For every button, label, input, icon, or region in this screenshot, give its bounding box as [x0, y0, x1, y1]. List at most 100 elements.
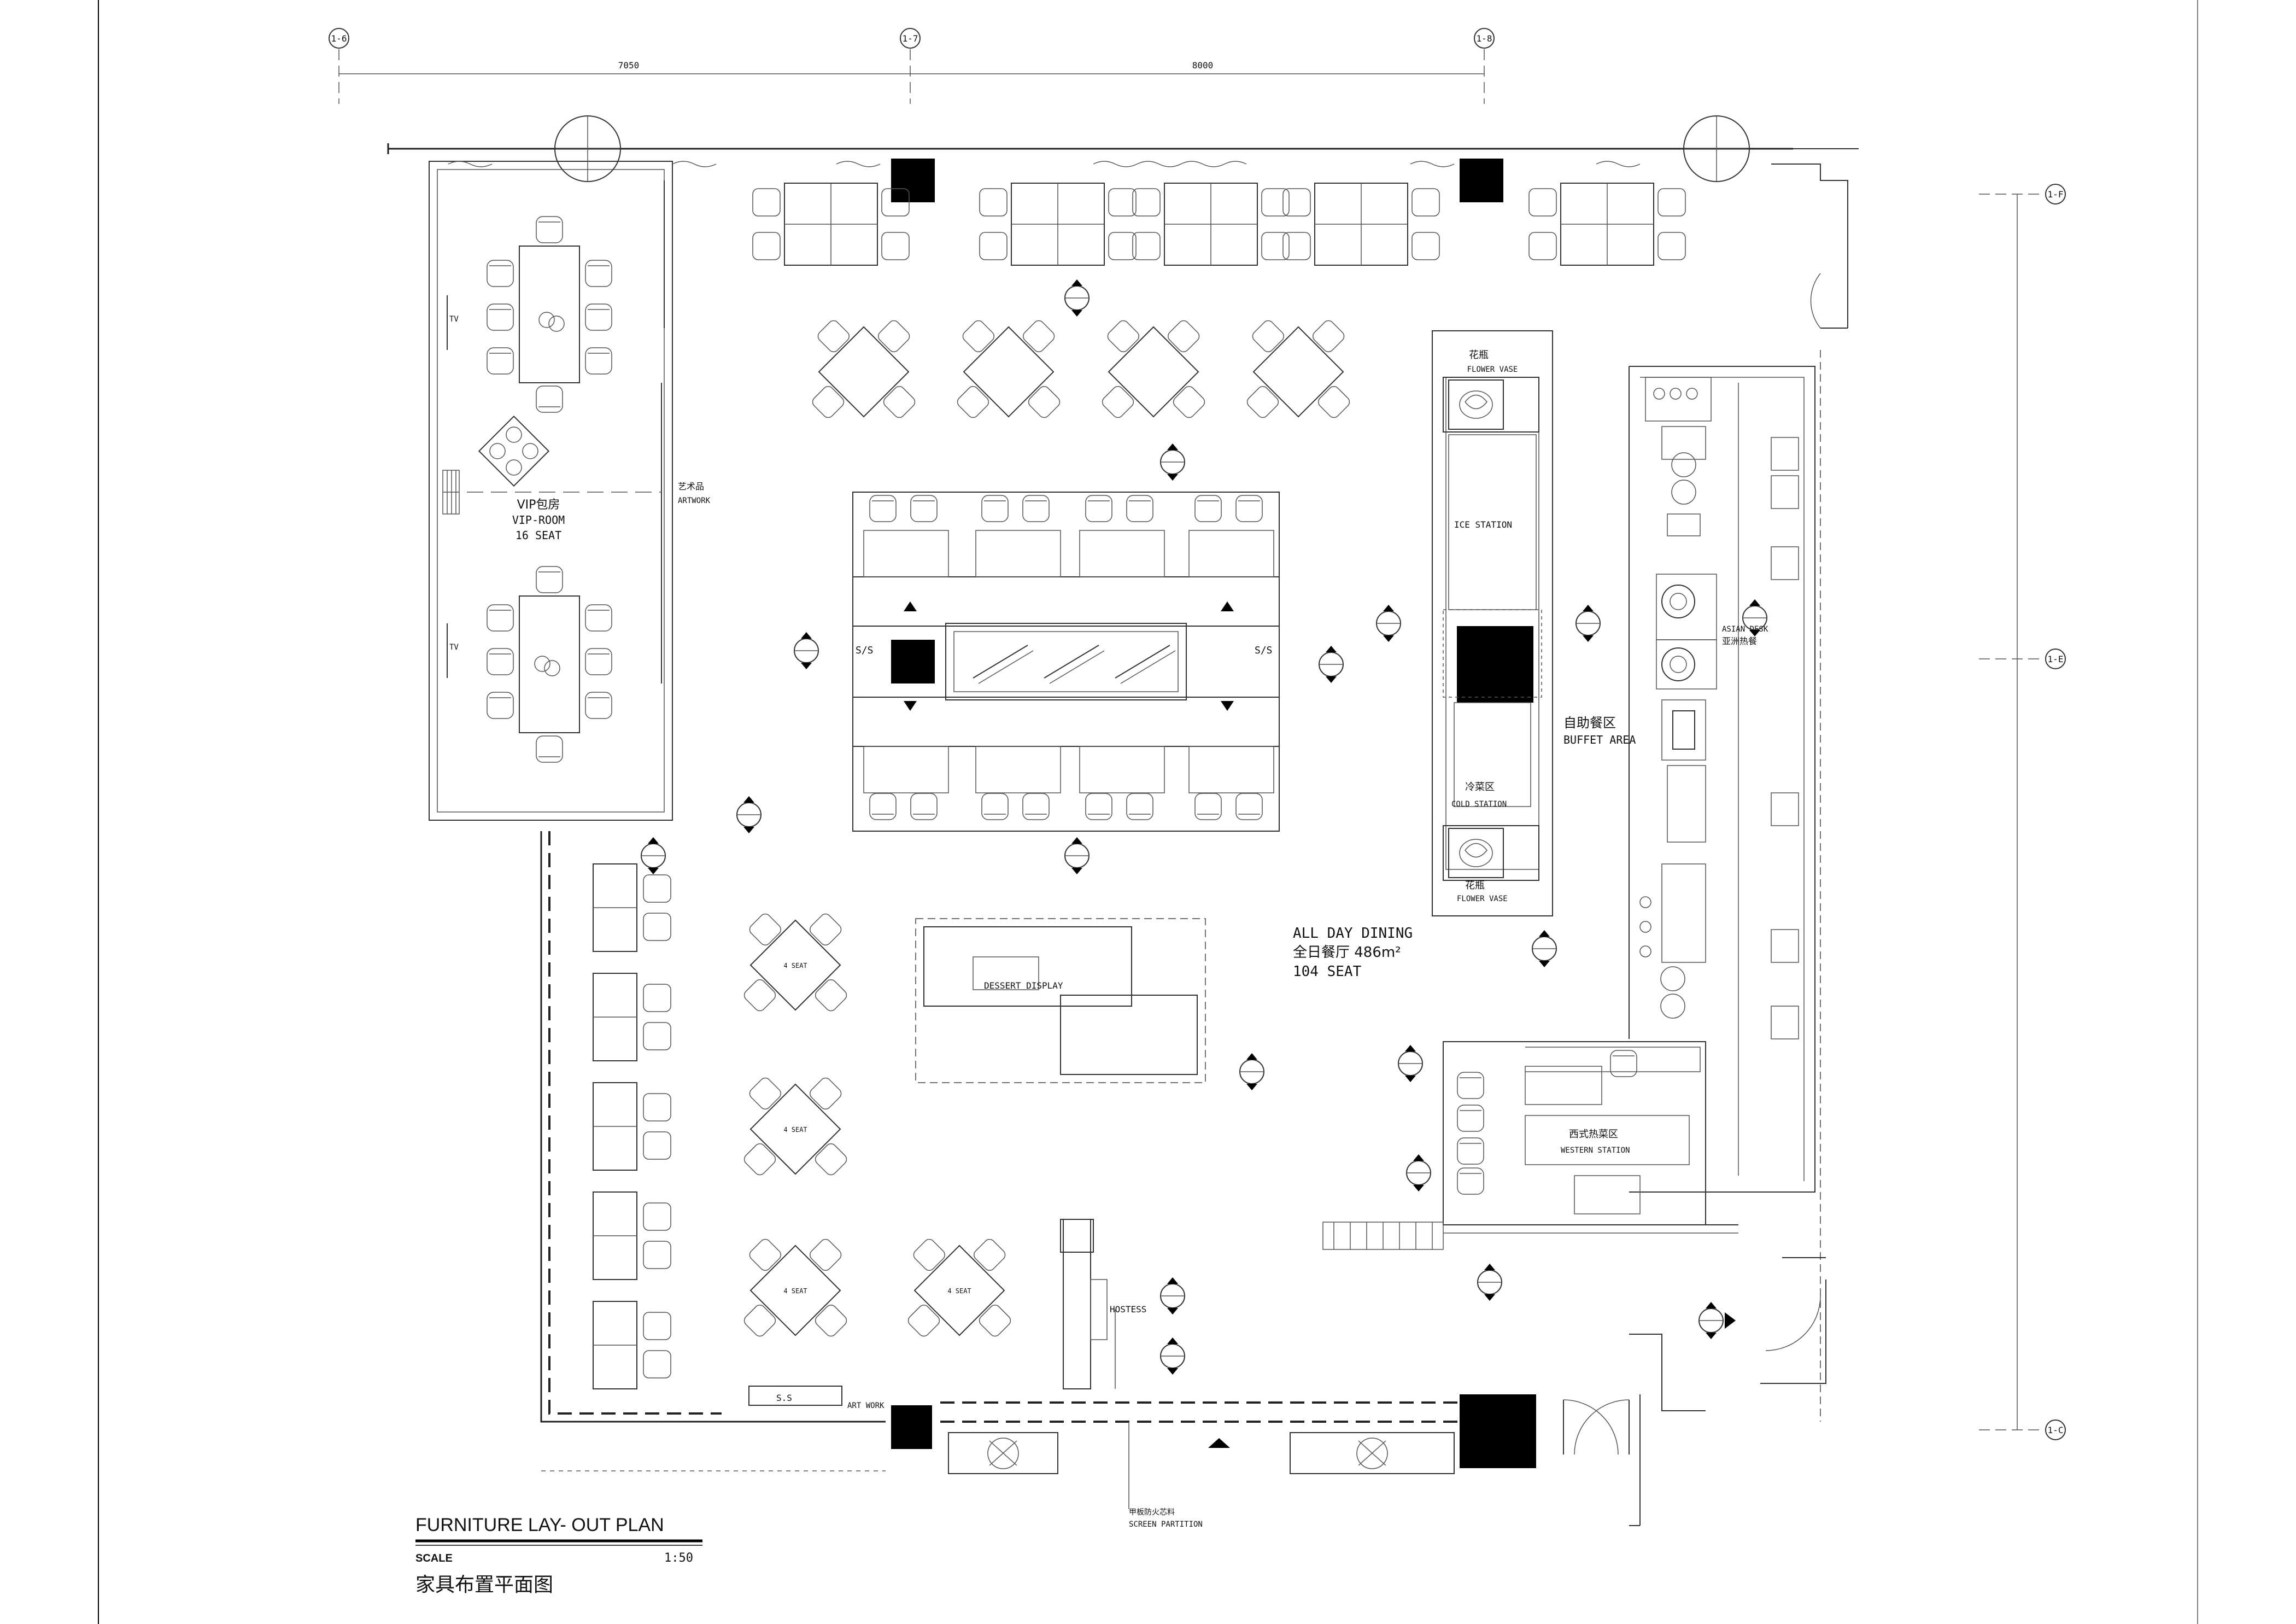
grid-lines	[338, 0, 2198, 1624]
western-station-label-en: WESTERN STATION	[1561, 1146, 1630, 1155]
section-marker	[1398, 1044, 1423, 1083]
vip-room	[442, 180, 665, 684]
booth-seat	[593, 1082, 671, 1171]
kitchen-stations	[1629, 366, 1815, 1193]
drawing-title-cn: 家具布置平面图	[415, 1574, 553, 1596]
table-group	[1132, 183, 1290, 266]
section-marker	[1376, 604, 1401, 642]
section-marker	[736, 796, 762, 834]
svg-text:1-F: 1-F	[2048, 189, 2064, 200]
grid-bubble-1-6: 1-6	[329, 28, 349, 49]
art-work-plinth	[748, 1386, 842, 1406]
four-seat-label: 4 SEAT	[783, 962, 807, 969]
four-seat-label: 4 SEAT	[947, 1287, 971, 1295]
section-marker	[1239, 1053, 1264, 1091]
grid-bubble-1-F: 1-F	[2045, 184, 2066, 205]
grid-bubble-1-C: 1-C	[2045, 1419, 2066, 1440]
table-group	[1528, 183, 1686, 266]
main-room-seats: 104 SEAT	[1293, 963, 1362, 980]
flower-vase-label-cn: 花瓶	[1469, 349, 1489, 361]
dimension-label: 7050	[618, 60, 640, 71]
tv-label: TV	[449, 643, 459, 652]
vip-section-marker	[478, 415, 550, 487]
svg-text:1-8: 1-8	[1477, 33, 1492, 44]
dimension-label: 8000	[1192, 60, 1214, 71]
dessert-display	[915, 918, 1206, 1083]
main-room-name-en: ALL DAY DINING	[1293, 925, 1413, 942]
flower-vase-icon	[1448, 379, 1504, 430]
title-block: FURNITURE LAY- OUT PLAN SCALE 1:50 家具布置平…	[415, 1515, 702, 1596]
section-marker	[1064, 279, 1090, 317]
svg-text:1-E: 1-E	[2048, 654, 2064, 664]
svg-text:1-C: 1-C	[2048, 1425, 2064, 1435]
western-station	[1322, 1041, 1738, 1250]
booth-seat	[593, 973, 671, 1061]
flower-vase-label-cn: 花瓶	[1465, 880, 1485, 891]
four-seat-label: 4 SEAT	[783, 1287, 807, 1295]
structural-column	[1460, 159, 1503, 202]
dessert-display-label: DESSERT DISPLAY	[984, 980, 1063, 991]
cold-station-label-cn: 冷菜区	[1465, 781, 1495, 793]
screen-partition-label-en: SCREEN PARTITION	[1129, 1520, 1203, 1529]
table-group	[1282, 183, 1440, 266]
vip-room-name-en: VIP-ROOM	[512, 513, 565, 527]
vip-table-lower	[487, 566, 612, 763]
buffet-island	[1432, 330, 1553, 916]
booth-seat	[593, 1191, 671, 1280]
booth-seat	[593, 1301, 671, 1389]
section-marker	[1160, 1277, 1185, 1315]
curtain-track	[448, 161, 1641, 167]
section-marker	[1064, 837, 1090, 875]
entrance-doors[interactable]	[1563, 273, 1821, 1455]
scale-label: SCALE	[415, 1552, 453, 1564]
tv-label: TV	[449, 315, 459, 324]
revolving-door-left[interactable]	[554, 115, 621, 182]
exterior-walls	[387, 143, 1859, 1526]
asian-desk-label-en: ASIAN DESK	[1722, 625, 1768, 634]
section-marker	[1477, 1263, 1502, 1301]
svg-text:1-6: 1-6	[331, 33, 347, 44]
ss-label: S/S	[1255, 645, 1273, 656]
vip-room-seats: 16 SEAT	[516, 529, 561, 542]
asian-desk-label-cn: 亚洲热餐	[1722, 636, 1757, 646]
ice-station-label: ICE STATION	[1454, 519, 1512, 530]
screen-partition-label-cn: 甲板防火芯料	[1129, 1508, 1175, 1517]
ss-label: S/S	[856, 645, 874, 656]
four-seat-label: 4 SEAT	[783, 1126, 807, 1134]
art-work-label: ART WORK	[847, 1401, 885, 1410]
scale-value: 1:50	[664, 1551, 693, 1565]
entry-arrow-icon	[1208, 1438, 1230, 1448]
cold-station-label-en: COLD STATION	[1451, 800, 1507, 809]
drawing-title: FURNITURE LAY- OUT PLAN	[415, 1515, 664, 1535]
hostess-desk	[1060, 1219, 1116, 1389]
structural-column	[1457, 626, 1533, 703]
table-group	[752, 183, 910, 266]
western-station-label-cn: 西式热菜区	[1569, 1129, 1618, 1140]
buffet-area-label-en: BUFFET AREA	[1563, 733, 1636, 746]
flower-vase-label-en: FLOWER VASE	[1457, 895, 1508, 903]
diamond-table	[1244, 318, 1352, 420]
main-room-name-cn: 全日餐厅 486m²	[1293, 944, 1401, 961]
table-group	[979, 183, 1137, 266]
artwork-label-en: ARTWORK	[678, 496, 711, 505]
section-marker	[1575, 604, 1601, 642]
ss-label: S.S	[776, 1393, 792, 1403]
section-marker	[1319, 645, 1344, 684]
flower-vase-label-en: FLOWER VASE	[1467, 365, 1518, 374]
grid-bubble-1-8: 1-8	[1474, 28, 1495, 49]
section-marker	[641, 837, 666, 875]
section-marker	[1698, 1301, 1724, 1340]
structural-column	[891, 159, 935, 202]
grid-bubble-1-E: 1-E	[2045, 649, 2066, 669]
flower-vase-icon	[1448, 828, 1504, 878]
booth-seat	[593, 863, 671, 952]
section-marker	[1532, 930, 1557, 968]
vip-table-upper	[487, 216, 612, 413]
central-booth-cluster	[852, 492, 1280, 832]
section-marker	[1160, 443, 1185, 481]
diamond-table	[1099, 318, 1208, 420]
structural-column	[891, 1405, 932, 1449]
diamond-table	[810, 318, 918, 420]
revolving-door-right[interactable]	[1683, 115, 1750, 182]
